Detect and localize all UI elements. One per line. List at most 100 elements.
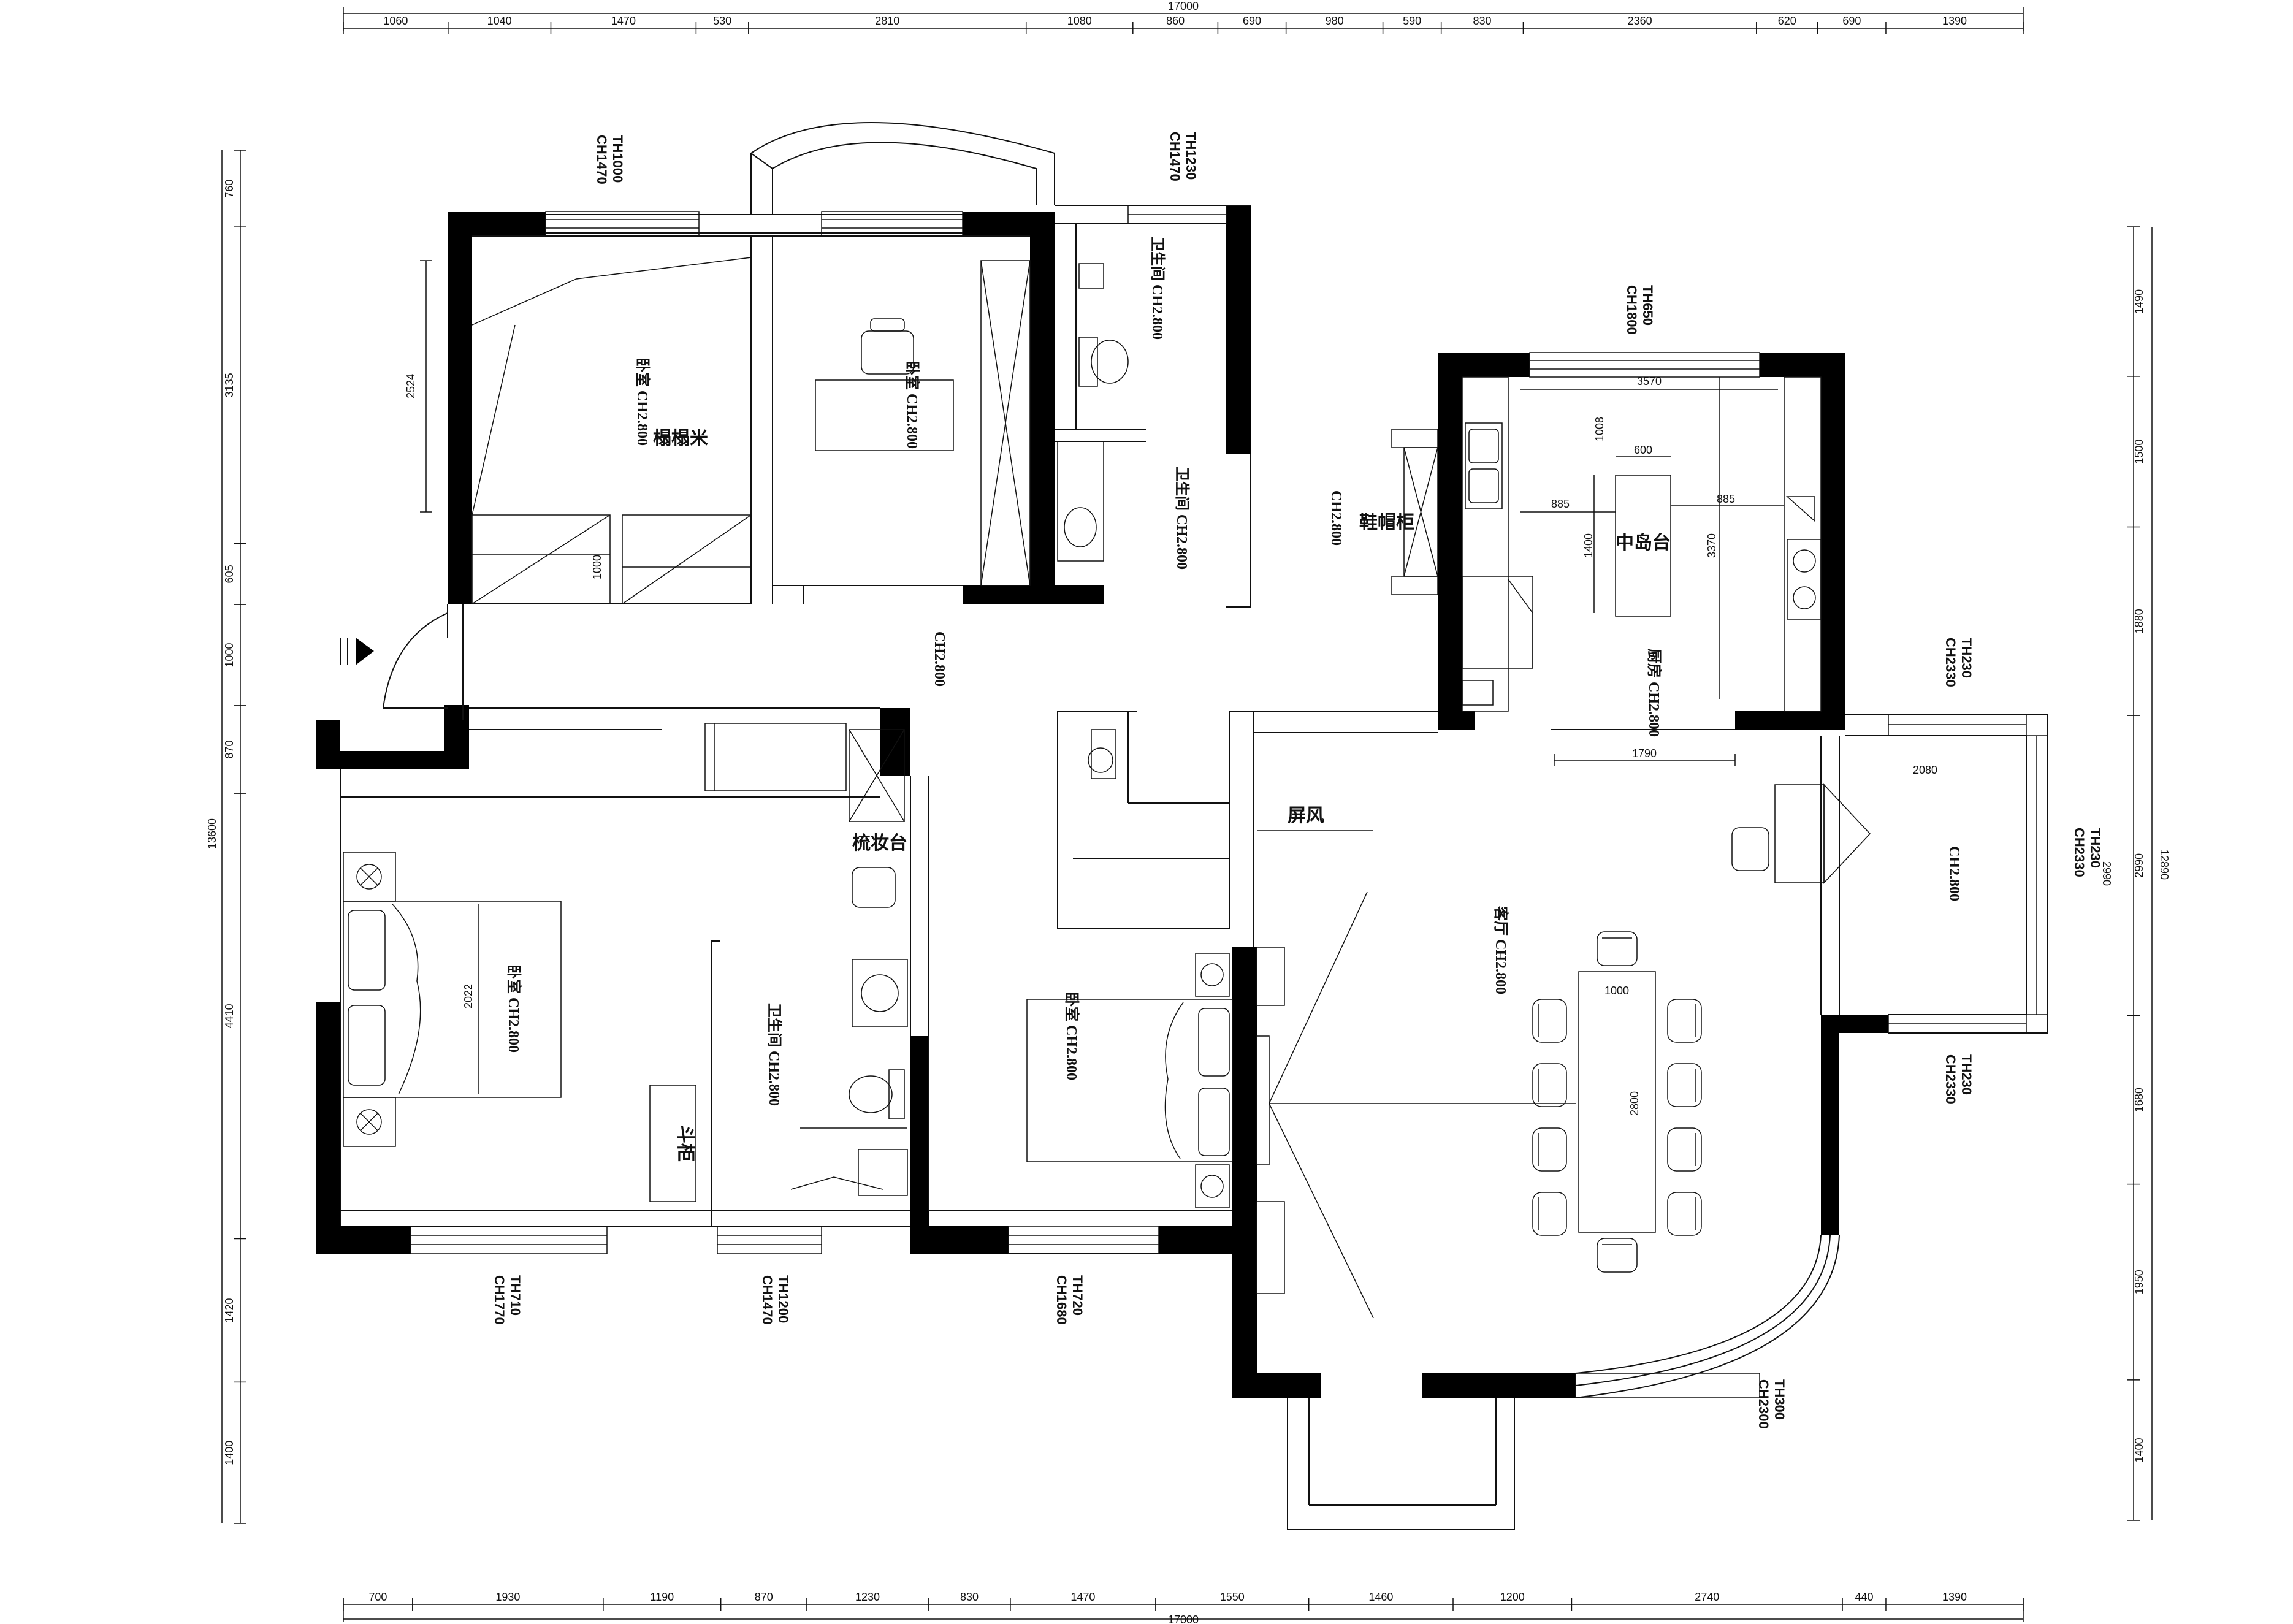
master-bedroom-ch: 卧室 CH2.800: [505, 964, 522, 1053]
bottom-dimension-value: 700: [368, 1591, 387, 1603]
svg-text:TH710: TH710: [508, 1275, 523, 1316]
island-len-dim: 1400: [1582, 533, 1595, 558]
kitchen-width-dim: 3570: [1637, 375, 1662, 387]
dining-chair: [1667, 999, 1702, 1043]
master-bath-ch: 卫生间 CH2.800: [766, 1003, 782, 1106]
top-dimension-value: 1060: [383, 15, 408, 27]
top-dimension-value: 860: [1166, 15, 1185, 27]
balcony-total-dim: 2990: [2100, 861, 2113, 886]
left-dimension-value: 3135: [223, 373, 235, 397]
bottom-dimension-value: 1190: [650, 1591, 674, 1603]
study-desk: [815, 379, 954, 451]
left-dimension-value: 760: [223, 180, 235, 198]
bottom-dimension-value: 440: [1855, 1591, 1873, 1603]
vanity-table: [849, 729, 905, 822]
island-left-dim: 885: [1551, 498, 1570, 510]
right-dimension-value: 1490: [2133, 289, 2145, 314]
svg-text:CH1800: CH1800: [1624, 285, 1639, 335]
tatami-room-ch: 卧室 CH2.800: [634, 357, 651, 446]
svg-text:TH230: TH230: [1959, 1054, 1974, 1095]
bed-dim: 2022: [462, 984, 475, 1008]
tatami-drawer-left: [471, 514, 611, 604]
vanity-label: 梳妆台: [852, 833, 907, 853]
tag-balcony-top: TH230 CH2330: [1943, 638, 1974, 687]
balcony-chair: [1731, 827, 1769, 871]
windows: [410, 205, 2048, 1398]
left-dimension-value: 605: [223, 565, 235, 583]
dining-table: [1578, 971, 1656, 1233]
vanity-chair: [852, 867, 896, 908]
dining-chair: [1667, 1063, 1702, 1107]
left-dimension-value: 870: [223, 741, 235, 759]
wardrobe-label: 斗柜: [675, 1125, 695, 1162]
right-dimension-value: 1950: [2133, 1270, 2145, 1294]
drawer-dim: 1000: [591, 555, 603, 579]
table-length-dim: 2800: [1628, 1091, 1641, 1116]
svg-text:CH1470: CH1470: [760, 1275, 775, 1325]
kitchen-depth-dim: 3370: [1706, 533, 1718, 558]
counter-right: [1784, 376, 1822, 712]
top-dimension-value: 1390: [1942, 15, 1967, 27]
dining-chair: [1597, 1238, 1638, 1273]
svg-text:CH1470: CH1470: [594, 135, 609, 185]
balcony-ch: CH2.800: [1946, 846, 1962, 901]
shower: [858, 1149, 908, 1196]
right-dimension-value: 1680: [2133, 1088, 2145, 1112]
svg-text:CH2330: CH2330: [1943, 1054, 1958, 1104]
shelf-top: [1256, 947, 1285, 1006]
bottom-dimension-value: 1470: [1070, 1591, 1095, 1603]
svg-text:TH230: TH230: [1959, 638, 1974, 678]
nightstand-r-top: [1195, 953, 1230, 997]
top-dimension-value: 530: [713, 15, 731, 27]
svg-text:TH650: TH650: [1640, 285, 1655, 326]
table-width-dim: 1000: [1604, 985, 1629, 997]
bath-toilet: [849, 1075, 893, 1113]
right-dimension-value: 1880: [2133, 609, 2145, 633]
tag-window-top-left: TH1000 CH1470: [594, 135, 625, 185]
study-room-ch: 卧室 CH2.800: [904, 360, 921, 449]
left-dimension-value: 1000: [223, 643, 235, 668]
furniture: [343, 257, 1871, 1319]
bottom-dimension-value: 1230: [855, 1591, 880, 1603]
elevation-tags: TH1000 CH1470 TH1230 CH1470 TH650 CH1800…: [492, 132, 2103, 1429]
left-dimension-value: 1400: [223, 1441, 235, 1465]
island-label: 中岛台: [1616, 532, 1671, 553]
top-dimension-value: 980: [1326, 15, 1344, 27]
left-total-dimension: 13600: [206, 818, 218, 849]
bottom-dimension-value: 1390: [1942, 1591, 1967, 1603]
svg-text:TH720: TH720: [1070, 1275, 1085, 1316]
living-ch: 客厅 CH2.800: [1492, 906, 1509, 994]
dining-chair: [1532, 1063, 1567, 1107]
kitchen-open-dim: 1790: [1632, 747, 1657, 760]
top-dimension-value: 690: [1842, 15, 1861, 27]
island-gap-dim: 1008: [1593, 417, 1606, 441]
dining-chair: [1532, 1127, 1567, 1172]
tag-kitchen-window: TH650 CH1800: [1624, 285, 1655, 335]
fridge: [1462, 576, 1533, 669]
svg-text:TH300: TH300: [1772, 1379, 1787, 1420]
tatami-outline: [471, 257, 752, 326]
bottom-dimension-value: 830: [960, 1591, 979, 1603]
vanity-top-bath: [1057, 441, 1104, 562]
bottom-dimension-value: 1460: [1368, 1591, 1393, 1603]
svg-text:CH2300: CH2300: [1756, 1379, 1771, 1429]
bottom-dimension-value: 2740: [1695, 1591, 1719, 1603]
svg-text:TH230: TH230: [2088, 828, 2103, 868]
top-dimension-value: 590: [1403, 15, 1421, 27]
top-dimension-value: 690: [1243, 15, 1261, 27]
dining-chair: [1667, 1127, 1702, 1172]
top-total-dimension: 17000: [1168, 0, 1199, 12]
tatami-height-dim: 2524: [405, 374, 417, 398]
cooktop: [1787, 539, 1822, 620]
left-dimension-value: 4410: [223, 1004, 235, 1028]
left-dimension-value: 1420: [223, 1298, 235, 1322]
bottom-total-dimension: 17000: [1168, 1614, 1199, 1624]
svg-text:CH2330: CH2330: [1943, 638, 1958, 687]
svg-text:CH1680: CH1680: [1054, 1275, 1069, 1325]
room-labels: 榻榻米 鞋帽柜 中岛台 屏风 梳妆台 斗柜 卧室 CH2.800 卧室 CH2.…: [505, 237, 1962, 1162]
second-bed: [1026, 999, 1233, 1162]
balcony-desk: [1774, 784, 1825, 883]
kitchen-island: [1615, 475, 1671, 617]
tag-bottom-left: TH710 CH1770: [492, 1275, 523, 1325]
